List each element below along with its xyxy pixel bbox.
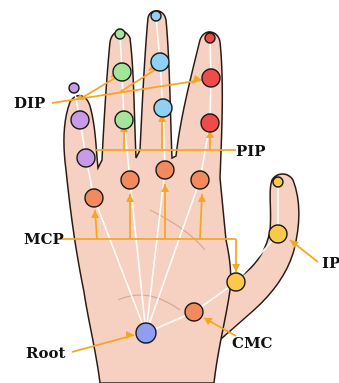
keypoint-thumb-ip xyxy=(269,225,287,243)
keypoint-index-mcp xyxy=(85,189,103,207)
keypoint-ring-tip xyxy=(151,11,161,21)
keypoint-ring-mcp xyxy=(156,161,174,179)
label-pip: PIP xyxy=(236,142,266,160)
keypoint-index-pip xyxy=(77,149,95,167)
label-cmc: CMC xyxy=(232,334,273,352)
label-ip: IP xyxy=(322,254,339,272)
keypoint-cmc xyxy=(185,303,203,321)
keypoint-ring-pip xyxy=(154,99,172,117)
keypoint-index-tip xyxy=(69,83,79,93)
keypoint-ring-dip xyxy=(151,53,169,71)
keypoint-middle-tip xyxy=(115,29,125,39)
keypoint-index-dip xyxy=(71,111,89,129)
keypoint-thumb-mcp xyxy=(227,273,245,291)
label-root: Root xyxy=(26,344,65,362)
keypoint-pinky-pip xyxy=(201,114,219,132)
keypoint-thumb-tip xyxy=(273,177,283,187)
keypoint-root xyxy=(136,323,156,343)
keypoint-pinky-dip xyxy=(202,69,220,87)
keypoint-middle-mcp xyxy=(121,171,139,189)
keypoint-pinky-mcp xyxy=(191,171,209,189)
keypoint-pinky-tip xyxy=(205,33,215,43)
keypoint-middle-dip xyxy=(113,63,131,81)
label-mcp: MCP xyxy=(24,230,64,248)
label-dip: DIP xyxy=(14,94,45,112)
keypoint-middle-pip xyxy=(115,111,133,129)
